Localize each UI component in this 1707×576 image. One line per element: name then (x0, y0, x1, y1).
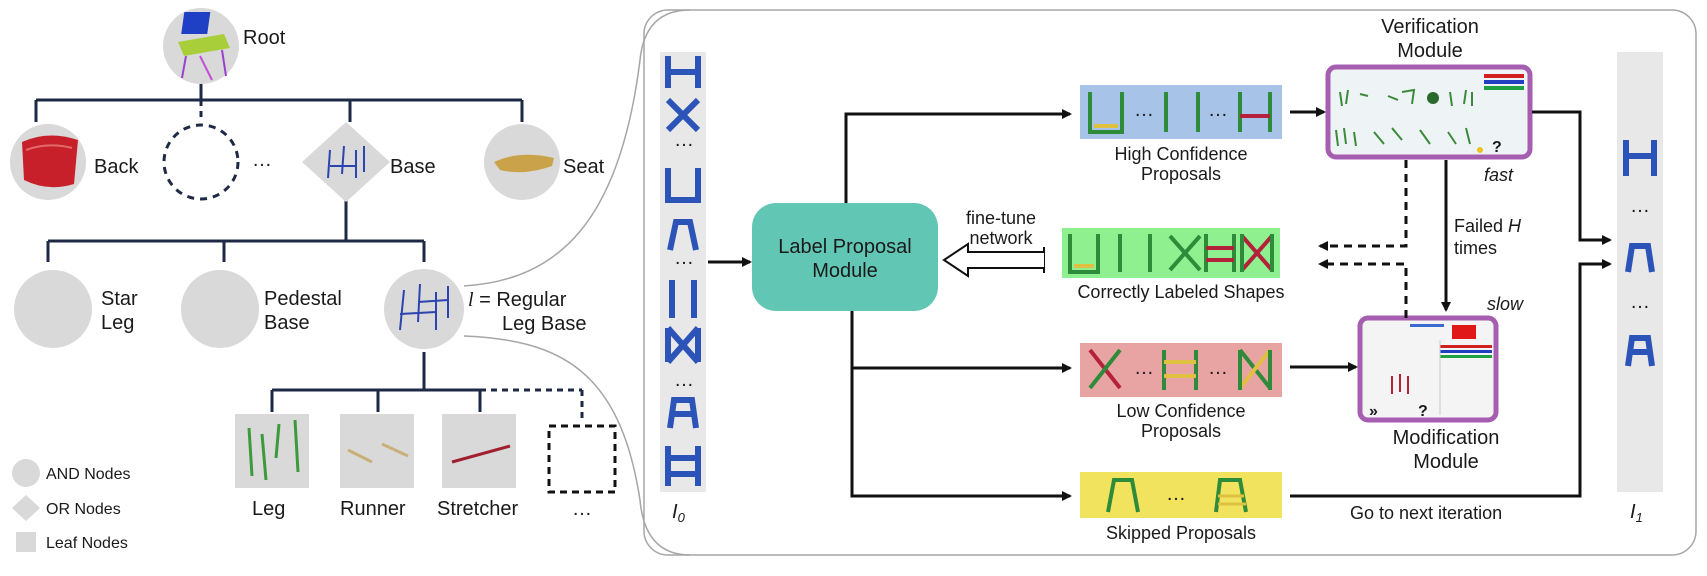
star-leg-label-1: Star (101, 288, 138, 310)
high-conf-label-2: Proposals (1141, 164, 1221, 184)
module-arrows (1290, 107, 1612, 498)
leaf-stretcher: Stretcher (437, 414, 518, 520)
lpm-arrows (844, 109, 1072, 501)
i0-strip: … … … I0 (660, 52, 706, 525)
i1-dots-1: … (1630, 195, 1650, 217)
pipeline-panel (643, 9, 1697, 556)
base-node: Base (302, 122, 436, 202)
pedestal-label-1: Pedestal (264, 288, 342, 310)
high-conf-dots-2: … (1208, 99, 1228, 121)
finetune-label-1: fine-tune (966, 208, 1036, 228)
dashed-feedback-arrows (1318, 160, 1408, 318)
failed-label-2: times (1454, 238, 1497, 258)
modification-help-q: ? (1418, 403, 1428, 420)
leaf-runner: Runner (340, 414, 414, 520)
regular-leg-base-node: l = Regular Leg Base (384, 269, 587, 349)
legend-or-label: OR Nodes (46, 501, 121, 518)
low-conf-dots-1: … (1134, 357, 1154, 379)
leaf-leg: Leg (235, 414, 309, 520)
high-conf-dots-1: … (1134, 99, 1154, 121)
modification-label-1: Modification (1393, 427, 1500, 449)
skipped-dots: … (1166, 483, 1186, 505)
label-proposal-module: Label Proposal Module (752, 203, 938, 311)
tree-edges (34, 82, 524, 412)
skipped-label: Skipped Proposals (1106, 523, 1256, 543)
leaf-placeholder: … (547, 424, 617, 520)
high-confidence-proposals: … … High Confidence Proposals (1080, 85, 1282, 184)
regular-leg-base-label-1: l = Regular (468, 289, 567, 311)
root-node: Root (163, 8, 286, 84)
legend-and-label: AND Nodes (46, 466, 130, 483)
verification-help: ? (1492, 139, 1502, 156)
low-conf-label-2: Proposals (1141, 421, 1221, 441)
base-label: Base (390, 156, 436, 178)
failed-label-1: Failed H (1454, 216, 1522, 236)
modification-help: » (1369, 403, 1378, 420)
pedestal-node: Pedestal Base (181, 270, 342, 348)
skipped-proposals: … Skipped Proposals (1080, 472, 1282, 543)
legend-leaf-label: Leaf Nodes (46, 535, 128, 552)
star-leg-node: Star Leg (14, 270, 138, 348)
i0-dots-2: … (674, 247, 694, 269)
i0-label: I0 (672, 501, 686, 525)
slow-label: slow (1487, 294, 1524, 314)
tree-edges-dashed (199, 100, 584, 422)
seat-node: Seat (484, 124, 605, 200)
lpm-label-2: Module (812, 260, 878, 282)
regular-var: l (468, 289, 474, 311)
fast-label: fast (1484, 165, 1514, 185)
low-confidence-proposals: … … Low Confidence Proposals (1080, 343, 1282, 441)
i1-dots-2: … (1630, 291, 1650, 313)
lpm-label-1: Label Proposal (778, 236, 911, 258)
leaf-stretcher-label: Stretcher (437, 498, 518, 520)
seat-label: Seat (563, 156, 605, 178)
i1-strip: … … I1 (1617, 52, 1663, 525)
legend-and-icon (12, 459, 40, 487)
sibling-ellipsis: … (252, 149, 272, 171)
legend: AND Nodes OR Nodes Leaf Nodes (12, 459, 130, 552)
star-leg-label-2: Leg (101, 312, 134, 334)
next-iteration-label: Go to next iteration (1350, 503, 1502, 523)
finetune-label-2: network (969, 228, 1033, 248)
legend-or-icon (12, 495, 40, 521)
i0-dots-3: … (674, 369, 694, 391)
hierarchy-tree: Root Back … Base Seat (10, 8, 617, 520)
i0-dots-1: … (674, 129, 694, 151)
correctly-labeled-shapes: Correctly Labeled Shapes (1062, 228, 1285, 302)
regular-leg-base-label-2: Leg Base (502, 313, 587, 335)
low-conf-dots-2: … (1208, 357, 1228, 379)
finetune-arrow: fine-tune network (942, 208, 1045, 278)
root-label: Root (243, 27, 286, 49)
i1-label: I1 (1630, 501, 1643, 525)
zoom-curves (463, 9, 691, 556)
low-conf-label-1: Low Confidence (1116, 401, 1245, 421)
leaf-runner-label: Runner (340, 498, 406, 520)
back-node: Back (10, 124, 139, 200)
regular-line1: = Regular (474, 289, 567, 311)
correct-label: Correctly Labeled Shapes (1077, 282, 1284, 302)
back-label: Back (94, 156, 139, 178)
pedestal-label-2: Base (264, 312, 310, 334)
leaf-leg-label: Leg (252, 498, 285, 520)
placeholder-node: … (162, 123, 272, 201)
verification-label-1: Verification (1381, 16, 1479, 38)
modification-module: » ? slow Modification Module (1357, 294, 1524, 473)
verification-module: Verification Module ? fast (1325, 16, 1533, 185)
modification-label-2: Module (1413, 451, 1479, 473)
verification-label-2: Module (1397, 40, 1463, 62)
legend-leaf-icon (16, 532, 36, 552)
high-conf-label-1: High Confidence (1114, 144, 1247, 164)
leaf-ellipsis: … (572, 498, 592, 520)
